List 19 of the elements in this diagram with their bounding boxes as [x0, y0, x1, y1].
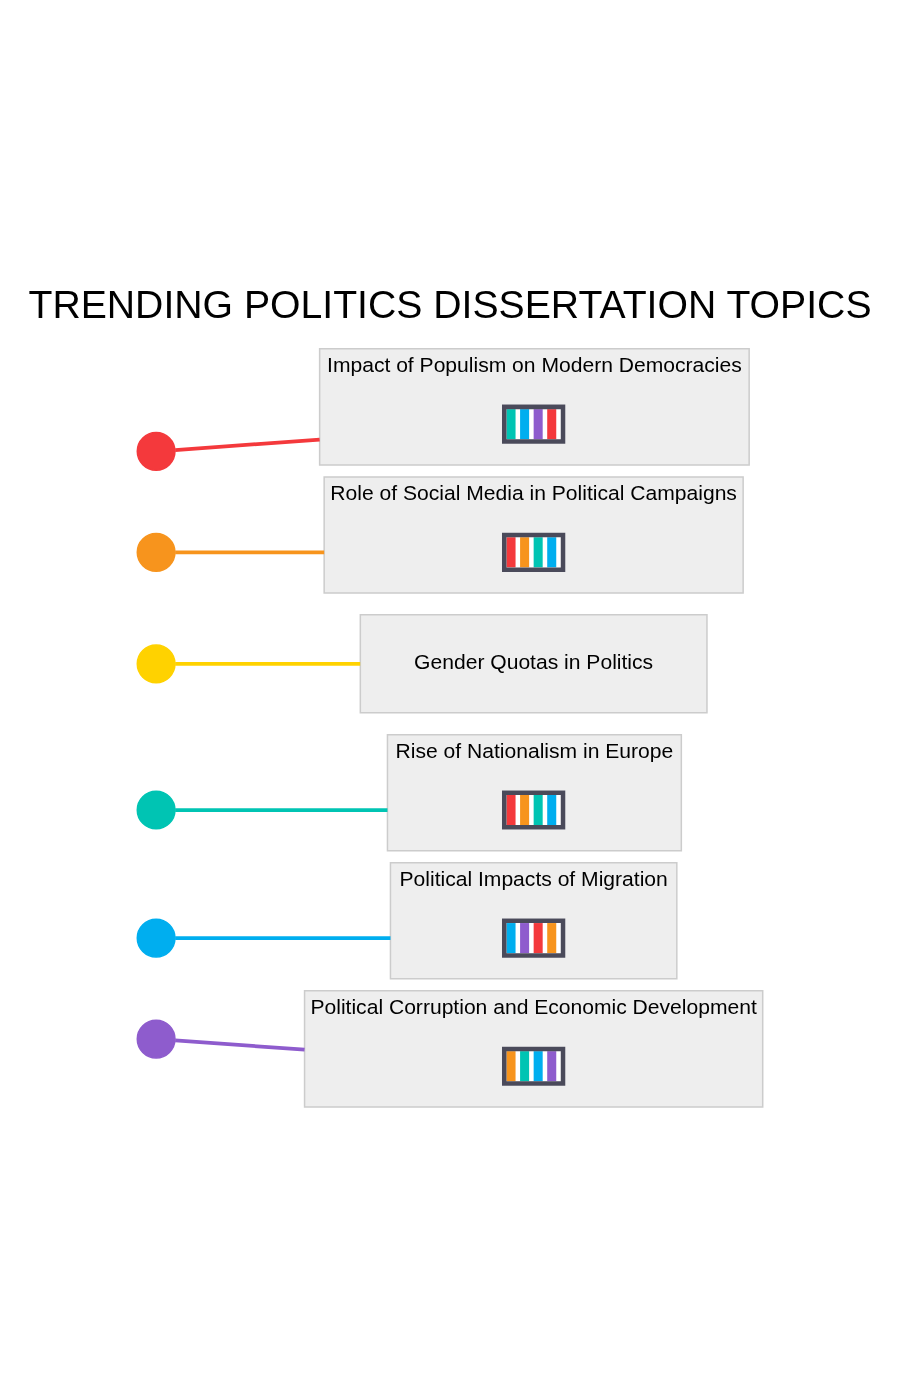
connector: [175, 550, 325, 555]
connector: [175, 808, 388, 812]
cluster: Political Corruption and Economic Development: [303, 990, 764, 1108]
connector: [175, 936, 391, 940]
cluster: Political Impacts of Migration: [389, 862, 678, 980]
node-circle: [136, 918, 176, 958]
node-circle: [136, 790, 176, 830]
connector: [175, 661, 361, 666]
cluster: Rise of Nationalism in Europe: [386, 733, 683, 852]
node-circle: [136, 1019, 176, 1059]
node-circle: [136, 431, 176, 471]
connector: [175, 437, 320, 452]
diagram-title: TRENDING POLITICS DISSERTATION TOPICS: [28, 283, 872, 327]
connector: [175, 1038, 305, 1052]
node-box: Gender Quotas in Politics: [359, 614, 708, 714]
cluster: Role of Social Media in Political Campaigns: [323, 476, 744, 594]
cluster: Impact of Populism on Modern Democracies: [318, 348, 750, 466]
node-circle: [136, 532, 176, 572]
node-circle: [136, 644, 176, 684]
